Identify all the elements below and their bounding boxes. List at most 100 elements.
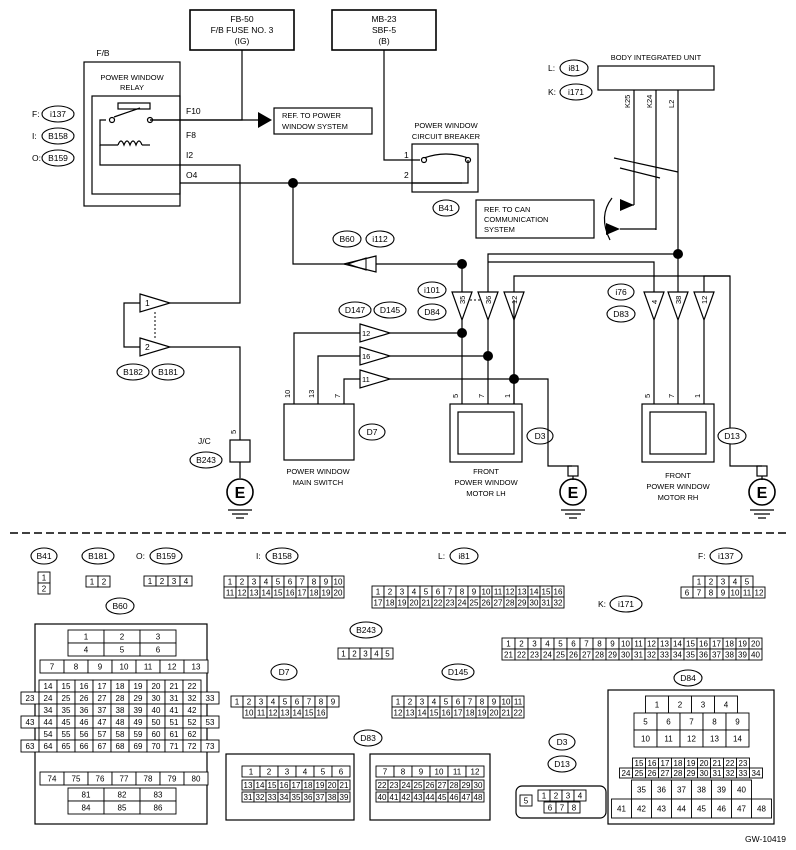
svg-text:D84: D84 (424, 307, 440, 317)
d84c-pin-number: 47 (737, 805, 746, 814)
d83f-pin-number: 40 (378, 793, 387, 802)
d7-pin-cell (314, 706, 328, 719)
d84a-pin-number: 6 (666, 718, 671, 727)
d7-pin-number: 2 (247, 698, 252, 707)
b60c-pin-number: 36 (80, 706, 89, 715)
b158-pin-number: 20 (334, 589, 343, 598)
svg-text:D13: D13 (724, 431, 740, 441)
d145-pin-number: 20 (490, 709, 499, 718)
svg-text:D13: D13 (554, 759, 570, 769)
svg-text:F10: F10 (186, 106, 201, 116)
d83-body-right (369, 753, 491, 821)
d84c-pin-number: 41 (617, 805, 626, 814)
d83b-pin-number: 11 (453, 768, 462, 777)
svg-text:D83: D83 (360, 733, 376, 743)
svg-text:COMMUNICATION: COMMUNICATION (484, 215, 548, 224)
b60c-pin-number: 49 (134, 718, 143, 727)
svg-text:O:: O: (136, 551, 145, 561)
b60e-pin-number: 81 (82, 791, 91, 800)
front-power-window-motor-rh: i76 D83 4 38 12 5 7 1 D13 FRONT POWER WI… (606, 275, 776, 519)
i81-pin-number: 14 (530, 588, 539, 597)
b60d-pin-number: 77 (120, 775, 129, 784)
i137-pin-number: 1 (697, 578, 702, 587)
d84c-pin-number: 39 (717, 786, 726, 795)
b60a-pin-number: 1 (84, 633, 89, 642)
svg-text:MOTOR LH: MOTOR LH (466, 489, 505, 498)
i171-pin-number: 16 (699, 640, 708, 649)
b60c-pin-number: 48 (116, 718, 125, 727)
d7-pin-cell (326, 695, 340, 708)
svg-text:WINDOW SYSTEM: WINDOW SYSTEM (282, 122, 348, 131)
i171-pin-number: 5 (558, 640, 563, 649)
svg-text:11: 11 (362, 375, 370, 384)
i81-pin-number: 30 (530, 599, 539, 608)
svg-text:D7: D7 (367, 427, 378, 437)
i137-pin-number: 5 (745, 578, 750, 587)
i171-pin-number: 31 (634, 651, 643, 660)
svg-text:7: 7 (333, 394, 342, 398)
i171-pin-number: 4 (545, 640, 550, 649)
d84c-pin-number: 37 (677, 786, 686, 795)
svg-text:D3: D3 (535, 431, 546, 441)
svg-text:FRONT: FRONT (665, 471, 691, 480)
svg-text:J/C: J/C (198, 436, 211, 446)
b60c-pin-number: 24 (44, 694, 53, 703)
d83f-pin-cell (471, 791, 485, 803)
b60c-pin-number: 17 (98, 682, 107, 691)
ref-power-window-box: REF. TO POWER WINDOW SYSTEM (273, 107, 373, 135)
b60c-pin-number: 35 (62, 706, 71, 715)
d3-body (515, 785, 607, 819)
d83d-pin-number: 37 (316, 793, 325, 802)
b158-pin-number: 19 (322, 589, 331, 598)
i81-pin-number: 26 (482, 599, 491, 608)
d83d-pin-number: 31 (244, 793, 253, 802)
d83b-pin-cell (465, 765, 485, 778)
b60a-pin-number: 2 (120, 633, 125, 642)
svg-text:F:: F: (698, 551, 706, 561)
d145-pin-number: 13 (406, 709, 415, 718)
b60c-pin-number: 16 (80, 682, 89, 691)
b158-pin-number: 16 (286, 589, 295, 598)
d83e-pin-number: 26 (426, 781, 435, 790)
d145-pin-cell (511, 706, 525, 719)
svg-text:B243: B243 (196, 455, 216, 465)
b60c-pin-number: 52 (188, 718, 197, 727)
b60a-pin-number: 4 (84, 646, 89, 655)
i171-pin-number: 8 (597, 640, 602, 649)
d84c-pin-number: 40 (737, 786, 746, 795)
d84-body (607, 689, 775, 825)
svg-text:POWER WINDOW: POWER WINDOW (414, 121, 478, 130)
svg-text:D145: D145 (448, 667, 469, 677)
svg-text:RELAY: RELAY (120, 83, 144, 92)
d83b-pin-number: 10 (435, 768, 444, 777)
b60c-pin-number: 33 (206, 694, 215, 703)
svg-text:K:: K: (598, 599, 606, 609)
svg-text:B41: B41 (438, 203, 453, 213)
d83a-pin-number: 1 (249, 768, 254, 777)
b159-pin-cell (179, 575, 193, 587)
d145-pin-number: 5 (444, 698, 449, 707)
d7-pin-number: 14 (293, 709, 302, 718)
d84a-pin-number: 4 (724, 701, 729, 710)
svg-text:I:: I: (32, 131, 37, 141)
svg-text:36: 36 (484, 296, 493, 304)
b41-pin-number: 1 (42, 574, 47, 583)
d83f-pin-number: 41 (390, 793, 399, 802)
b158-pin-number: 18 (310, 589, 319, 598)
d84b-pin-number: 15 (635, 759, 644, 768)
svg-text:B159: B159 (156, 551, 176, 561)
b60d-pin-number: 80 (192, 775, 201, 784)
b243-pin-number: 3 (363, 650, 368, 659)
i171-pin-number: 28 (595, 651, 604, 660)
b158-pin-number: 14 (262, 589, 271, 598)
i171-pin-number: 9 (610, 640, 615, 649)
i137-pin-number: 6 (685, 589, 690, 598)
i81-pin-number: 31 (542, 599, 551, 608)
svg-text:L:: L: (438, 551, 445, 561)
front-power-window-motor-lh: i101 D84 35 36 12 5 7 1 D3 FRONT POWER W… (417, 281, 587, 519)
b60b-pin-number: 7 (50, 663, 55, 672)
d145-pin-number: 18 (466, 709, 475, 718)
b181-pin-cell (97, 575, 111, 588)
d83c-pin-cell (337, 779, 351, 791)
d3a-pin-number: 1 (542, 792, 547, 801)
